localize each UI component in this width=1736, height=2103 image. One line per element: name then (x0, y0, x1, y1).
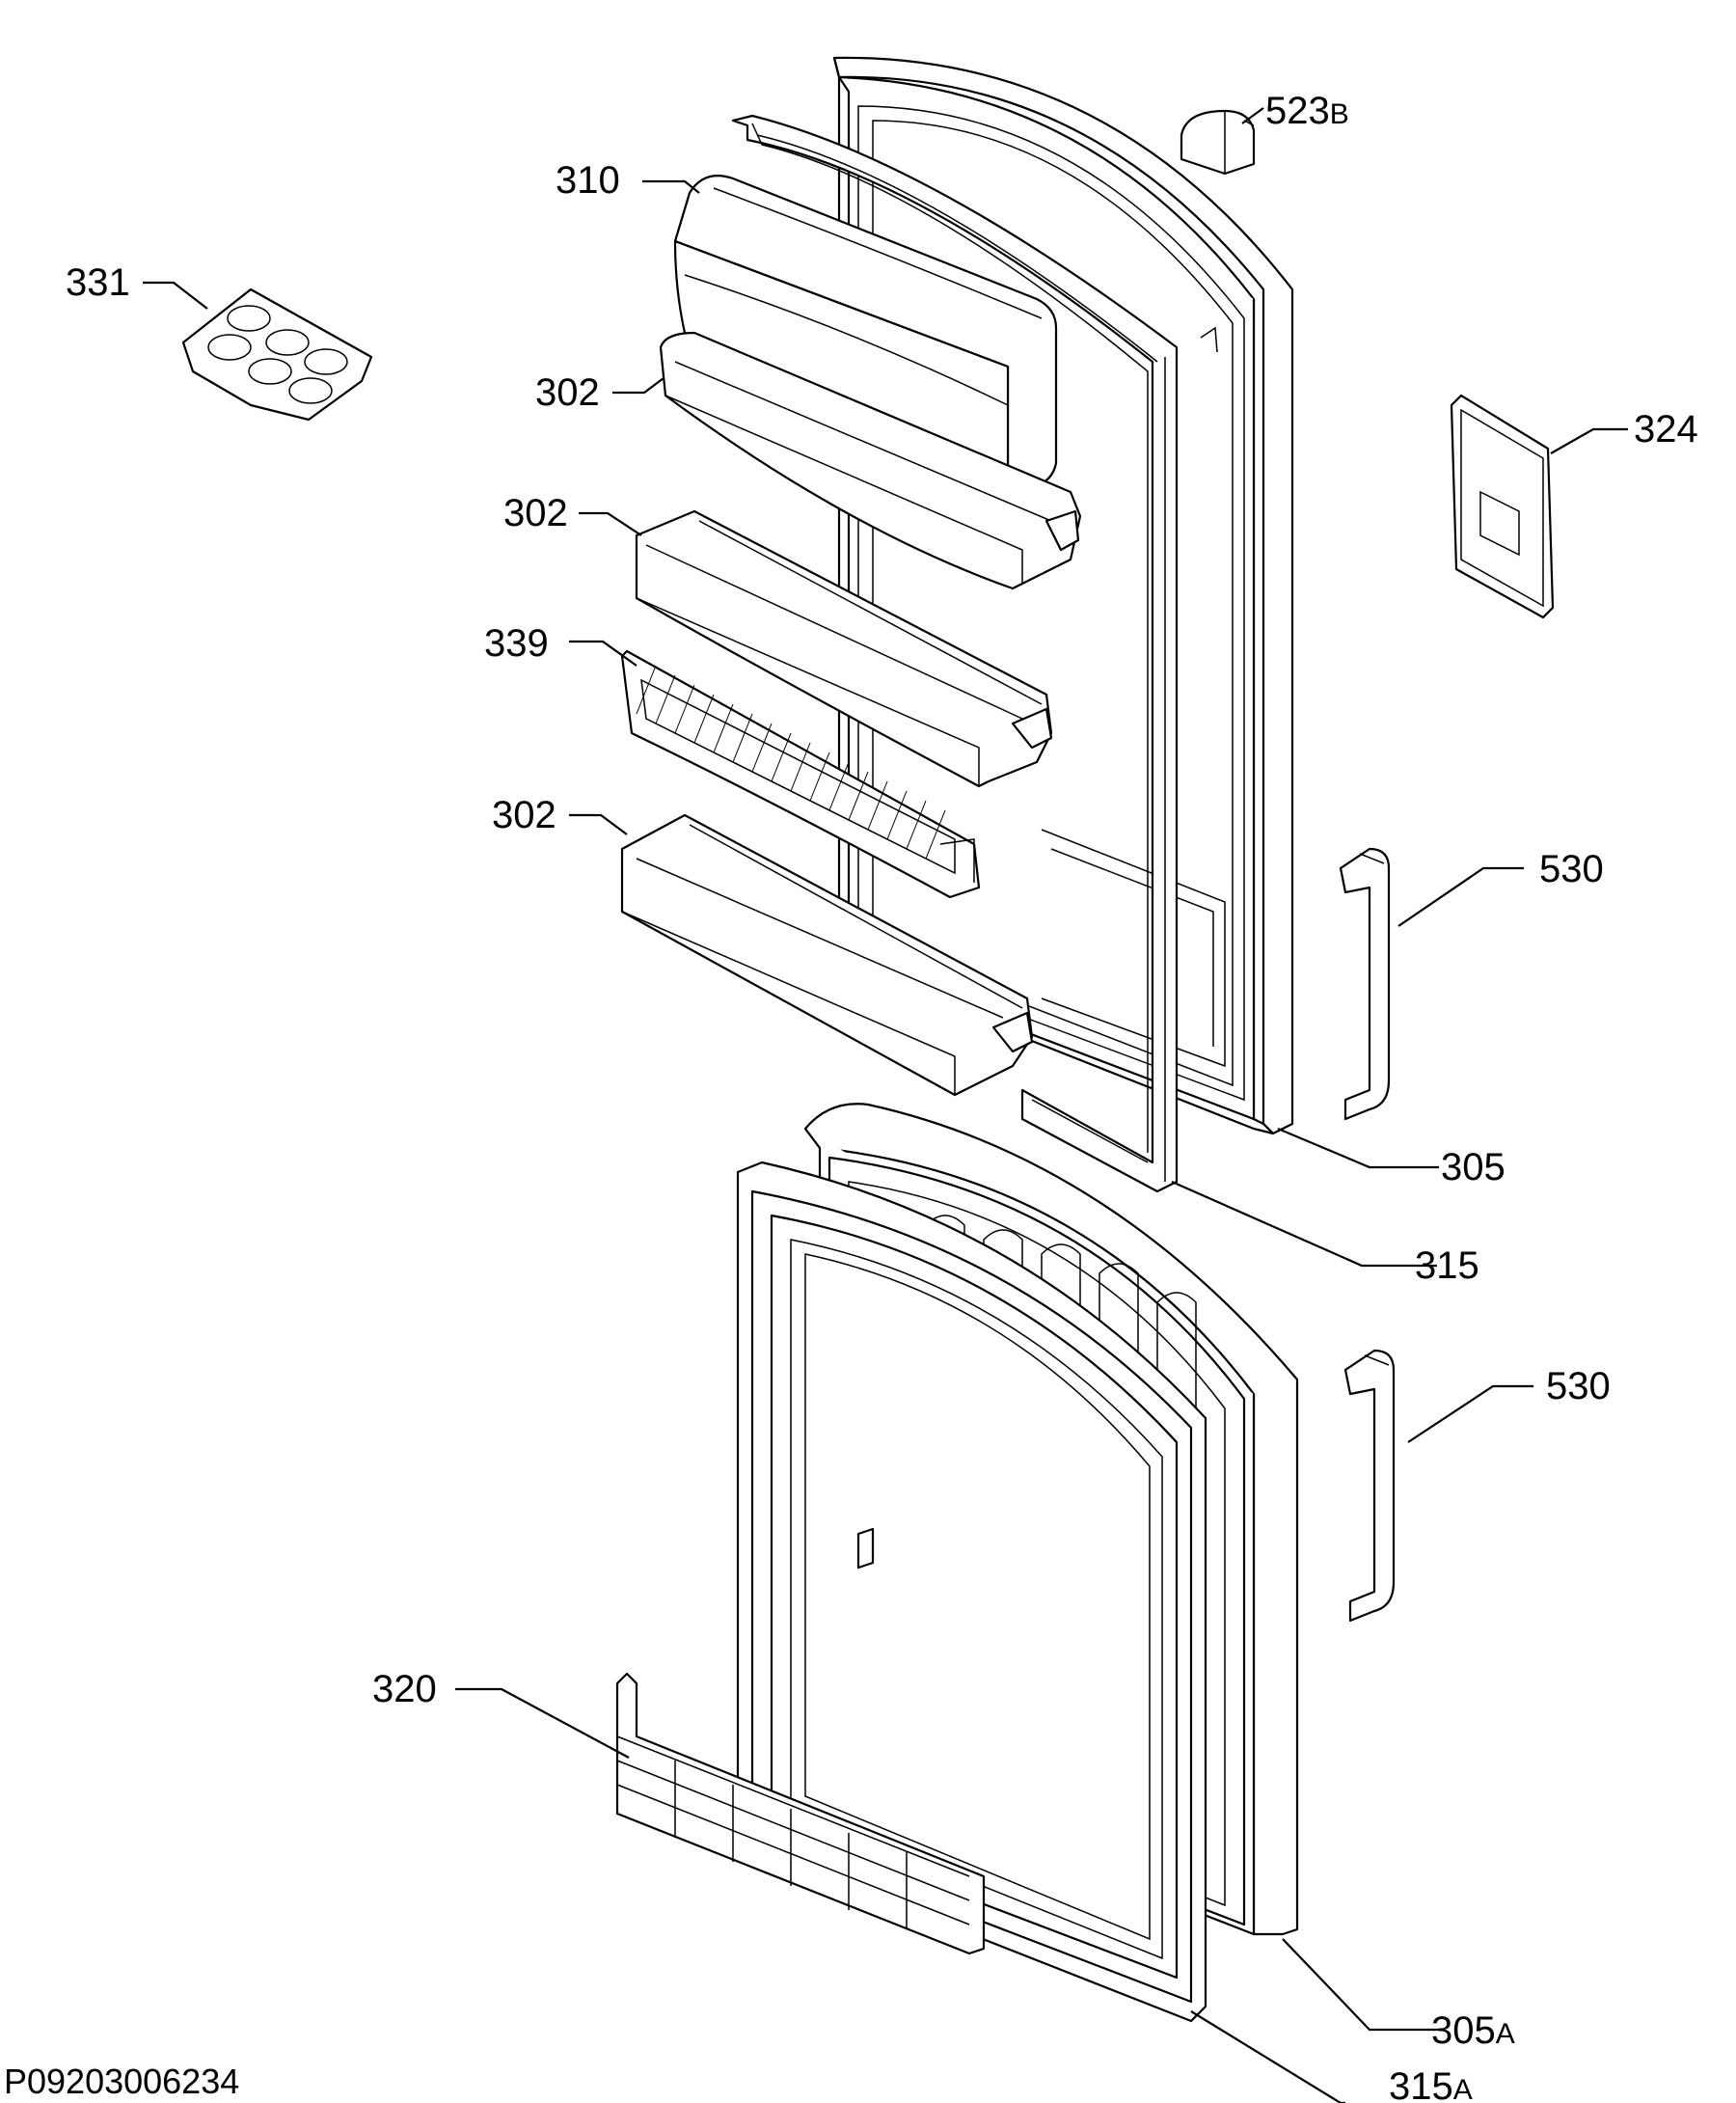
drawing-code: P09203006234 (4, 2062, 239, 2101)
freezer-door-gasket-315a[interactable] (736, 1161, 1207, 2023)
label-315: 315 (1415, 1244, 1479, 1287)
hinge-cover-523b[interactable] (1180, 109, 1256, 176)
cover-339[interactable] (620, 649, 981, 899)
label-530-upper: 530 (1539, 848, 1604, 890)
door-handle-530-upper[interactable] (1339, 847, 1391, 1121)
label-plate-324[interactable] (1450, 394, 1555, 619)
freezer-basket-320[interactable] (615, 1672, 986, 1955)
label-324: 324 (1634, 408, 1698, 451)
door-shelf-302-middle[interactable] (635, 509, 1053, 788)
door-handle-530-lower[interactable] (1343, 1349, 1396, 1623)
label-310: 310 (556, 159, 620, 202)
label-530-lower: 530 (1546, 1365, 1611, 1407)
label-302-bottom: 302 (492, 794, 556, 836)
door-shelf-302-bottom[interactable] (620, 813, 1034, 1097)
fridge-door-gasket-315[interactable] (731, 114, 1179, 1193)
label-339: 339 (484, 622, 549, 665)
egg-tray-331[interactable] (181, 287, 373, 422)
label-302-top: 302 (535, 371, 600, 414)
label-523b: 523B (1265, 90, 1349, 132)
label-315a: 315A (1389, 2065, 1473, 2103)
label-305a: 305A (1431, 2009, 1515, 2052)
label-305: 305 (1441, 1146, 1505, 1188)
label-302-middle: 302 (503, 492, 568, 534)
leader-lines (143, 107, 1628, 2103)
label-320: 320 (372, 1668, 437, 1710)
label-331: 331 (66, 261, 130, 304)
door-shelf-302-top[interactable] (659, 331, 1082, 590)
